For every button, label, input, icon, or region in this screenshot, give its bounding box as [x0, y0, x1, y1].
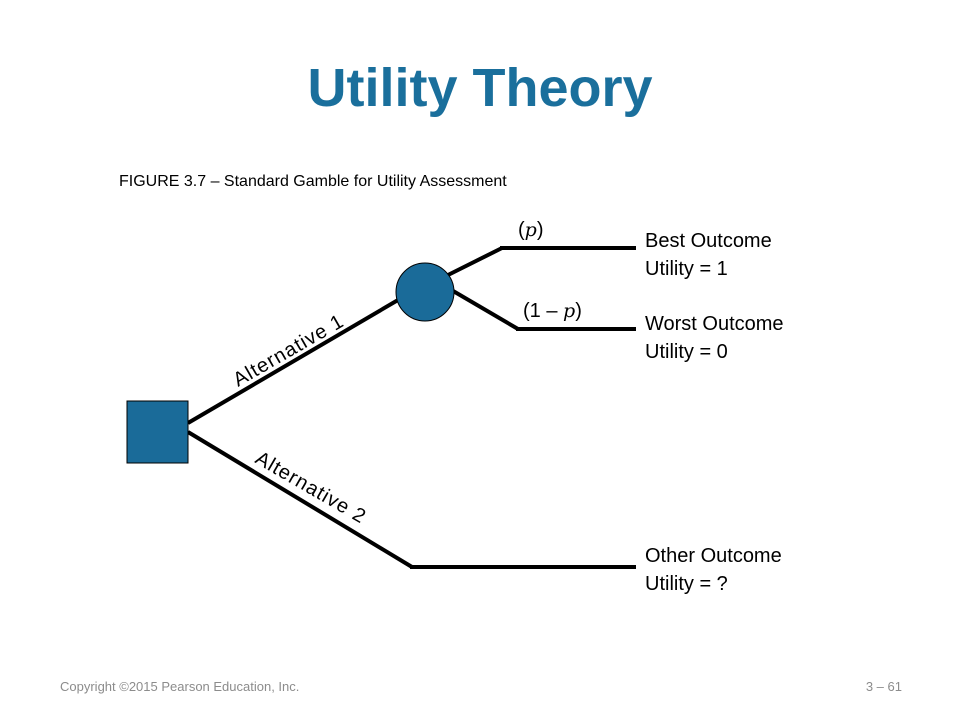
decision-node-square	[126, 400, 189, 464]
probability-q-symbol: p	[563, 300, 575, 322]
probability-p-open: (	[518, 219, 525, 241]
page-number: 3 – 61	[865, 679, 902, 694]
best-outcome-utility: Utility = 1	[645, 258, 728, 280]
branch-best-slope	[447, 246, 503, 277]
probability-q-open: (1 –	[523, 300, 563, 322]
branch-worst-slope	[446, 286, 520, 331]
branch-alternative-1	[186, 291, 412, 425]
worst-outcome-name: Worst Outcome	[645, 313, 784, 335]
branch-alternative-2	[186, 430, 414, 569]
page-title: Utility Theory	[307, 58, 653, 118]
probability-p-close: )	[537, 219, 544, 241]
figure-caption: FIGURE 3.7 – Standard Gamble for Utility…	[119, 173, 507, 190]
probability-p-symbol: p	[525, 219, 537, 241]
copyright-footer: Copyright ©2015 Pearson Education, Inc.	[60, 679, 300, 694]
best-outcome-name: Best Outcome	[645, 230, 772, 252]
probability-p-label: (p)	[518, 219, 544, 241]
probability-1-minus-p-label: (1 – p)	[523, 300, 582, 322]
chance-node-circle	[395, 262, 455, 322]
probability-q-close: )	[575, 300, 582, 322]
worst-outcome-utility: Utility = 0	[645, 341, 728, 363]
other-outcome-utility: Utility = ?	[645, 573, 728, 595]
alternative-2-label: Alternative 2	[252, 447, 371, 528]
other-outcome-name: Other Outcome	[645, 545, 782, 567]
alternative-1-label: Alternative 1	[230, 310, 349, 391]
